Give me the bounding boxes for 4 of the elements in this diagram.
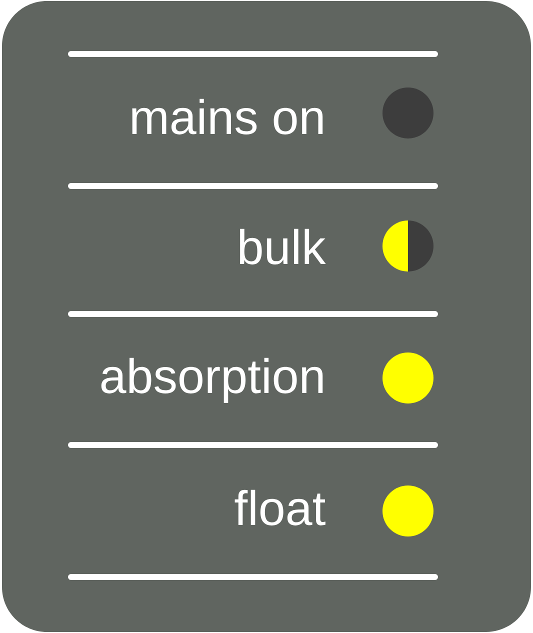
status-label: bulk	[240, 228, 326, 264]
status-label: float	[234, 490, 326, 526]
status-label: absorption	[101, 358, 323, 404]
status-label: mains on	[132, 98, 323, 134]
